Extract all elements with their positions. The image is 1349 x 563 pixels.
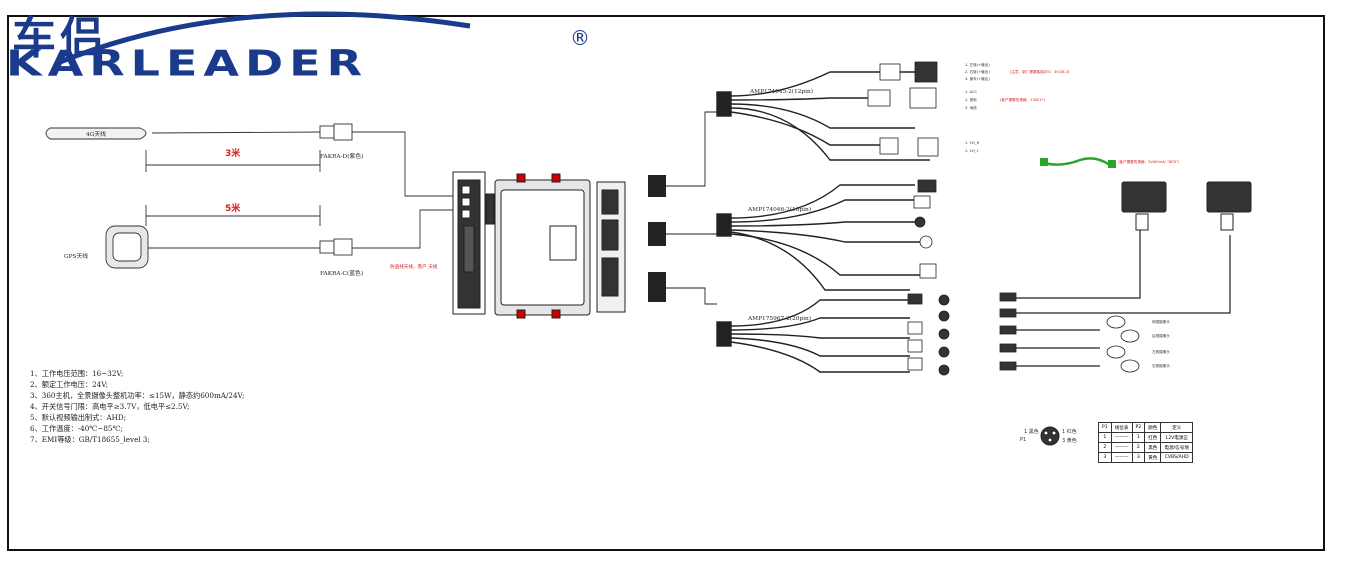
harness-connectors [648, 175, 666, 302]
pin-legend-right-bottom: 3 黄色 [1062, 438, 1077, 444]
pin-table: P1 线位表 P2 颜色 定义 1 ——— 1 红色 12V电源正 2 ——— … [1098, 422, 1193, 463]
logo-swoosh [59, 11, 471, 65]
spec-item: 1、工作电压范围：16~32V; [30, 369, 124, 378]
harness-label: 3. 地线 [965, 106, 977, 110]
spec-item: 7、EMI等级：GB/T18655_level 3; [30, 435, 150, 444]
pin-legend-connector [1040, 426, 1060, 446]
camera-label: 侧视摄像头 [1152, 320, 1170, 324]
table-cell: ——— [1110, 452, 1133, 463]
table-cell: ——— [1110, 442, 1133, 453]
pin-legend-left: 1 黑色 [1024, 429, 1039, 435]
camera-cables [1000, 230, 1231, 367]
harness-label: 2. CH_L [965, 149, 979, 153]
main-unit-rear [596, 181, 626, 313]
main-unit-side [452, 171, 486, 315]
camera-label: 后视摄像头 [1152, 334, 1170, 338]
pin-table-header-cell: P1 [1098, 422, 1112, 433]
table-cell: 12V电源正 [1160, 432, 1193, 443]
table-cell: 电源/信号地 [1160, 442, 1193, 453]
harness-note: (客户需要的规格：3V/60mA/ "DFD") [1118, 160, 1180, 164]
harness-label: 2. 右转(+输出) [965, 70, 990, 74]
antenna-gps [105, 205, 453, 269]
camera-label: 左侧摄像头 [1152, 350, 1170, 354]
antenna-note: 防盗线天线，客户 天线 [390, 265, 438, 270]
harness-20pin [716, 299, 910, 373]
spec-item: 3、360主机，全景摄像头整机功率：≤15W，静态约600mA/24V; [30, 391, 245, 400]
table-cell: 黑色 [1144, 442, 1162, 453]
pin-legend-p1: P1 [1020, 437, 1027, 443]
spec-item: 5、默认视频输出制式：AHD; [30, 413, 127, 422]
main-unit-front [485, 173, 591, 319]
antenna-4g-connector: FAKRA-D(紫色) [320, 154, 364, 160]
pin-table-header-cell: 线位表 [1110, 422, 1133, 433]
antenna-4g [45, 123, 453, 197]
spec-item: 2、额定工作电压：24V; [30, 380, 109, 389]
table-cell: 2 [1131, 442, 1146, 453]
pin-table-header-cell: P2 [1131, 422, 1146, 433]
table-cell: 1 [1098, 432, 1112, 443]
can-cable-green [1039, 157, 1111, 167]
spec-item: 6、工作温度：-40℃~85℃; [30, 424, 123, 433]
spec-item: 4、开关信号门限：高电平≥3.7V，低电平≤2.5V; [30, 402, 190, 411]
table-cell: 2 [1098, 442, 1112, 453]
harness-label: 1. ACC [965, 90, 977, 94]
connector-16pin-label: AMP174046-2(16pin) [748, 207, 811, 213]
harness-label: 3. 倒车(+输出) [965, 77, 990, 81]
harness-note: (客户需要的规格：13001*) [1000, 98, 1045, 102]
pin-table-header-cell: 颜色 [1144, 422, 1162, 433]
pin-legend-right: 1 红色 [1062, 429, 1077, 435]
cameras [1106, 315, 1140, 373]
table-row: 1 ——— 1 红色 12V电源正 [1098, 432, 1193, 443]
pin-table-header-cell: 定义 [1160, 422, 1193, 433]
specs-list: 1、工作电压范围：16~32V; 2、额定工作电压：24V; 3、360主机，全… [30, 368, 244, 445]
table-row: 2 ——— 2 黑色 电源/信号地 [1098, 442, 1193, 453]
camera-label: 右侧摄像头 [1152, 364, 1170, 368]
table-cell: 3 [1131, 452, 1146, 463]
harness-16pin [716, 184, 920, 291]
harness-label: 2. 常电 [965, 98, 977, 102]
table-cell: 黄色 [1144, 452, 1162, 463]
antenna-4g-label: 4G天线 [86, 132, 106, 138]
table-cell: ——— [1110, 432, 1133, 443]
harness-label: 1. 左转(+输出) [965, 63, 990, 67]
monitors [1121, 181, 1252, 231]
connector-20pin-label: AMP175967-2(20pin) [748, 316, 811, 322]
connector-12pin-label: AMP174045-2(12pin) [750, 89, 813, 95]
table-row: 3 ——— 3 黄色 CVBS/AHD [1098, 452, 1193, 463]
logo-chinese: 车侣 [12, 13, 108, 64]
pin-table-header: P1 线位表 P2 颜色 定义 [1098, 422, 1193, 433]
logo-english: KARLEADER [6, 42, 369, 85]
antenna-gps-length: 5米 [225, 204, 241, 214]
diagram-frame [7, 15, 1325, 551]
table-cell: 3 [1098, 452, 1112, 463]
antenna-gps-label: GPS天线 [64, 254, 89, 260]
antenna-4g-length: 3米 [225, 149, 241, 159]
harness-label: 1. CH_H [965, 141, 980, 145]
table-cell: 1 [1131, 432, 1146, 443]
table-cell: CVBS/AHD [1160, 452, 1193, 463]
harness-12pin [716, 71, 930, 161]
antenna-gps-connector: FAKRA-C(蓝色) [320, 271, 364, 277]
registered-mark: ® [570, 26, 590, 50]
harness-note: (注意，新厂需要客制ATS：3V/28-3) [1010, 70, 1070, 74]
table-cell: 红色 [1144, 432, 1162, 443]
